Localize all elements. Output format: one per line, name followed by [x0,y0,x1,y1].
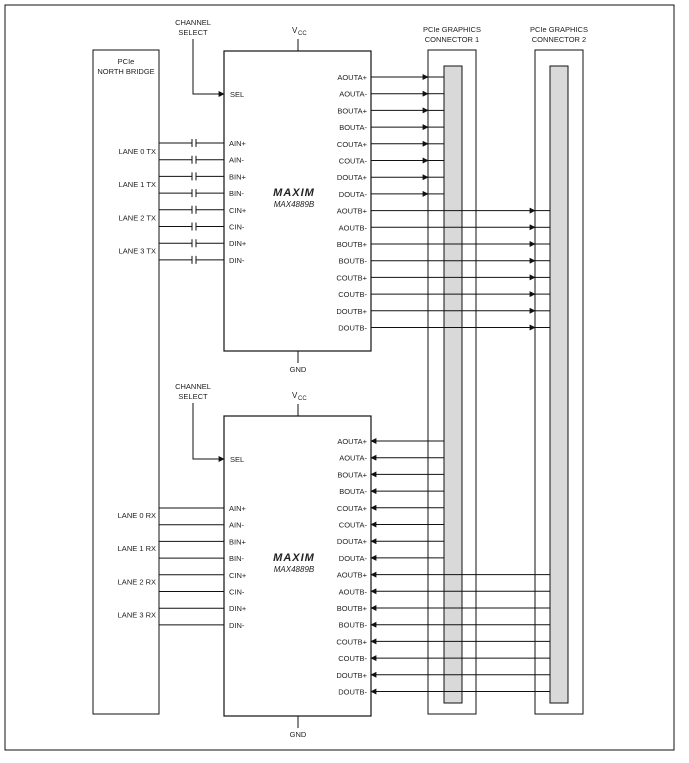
input-pin-label: DIN+ [229,239,247,248]
connector-1-label-1: PCIe GRAPHICS [423,25,481,34]
input-pin-label: AIN- [229,521,245,530]
north-bridge-label-2: NORTH BRIDGE [97,67,154,76]
maxim-logo: MAXIM [273,187,315,199]
sel-pin-label: SEL [230,90,244,99]
output-pin-label: DOUTB+ [336,307,367,316]
lane-label: LANE 1 RX [118,544,156,553]
output-pin-label: COUTA- [339,157,368,166]
lane-label: LANE 1 TX [119,180,156,189]
chip-body [223,415,372,717]
output-pin-label: COUTB+ [336,273,367,282]
sel-pin-label: SEL [230,455,244,464]
output-pin-label: AOUTA+ [337,437,367,446]
output-pin-label: DOUTA- [339,554,368,563]
vcc-subscript: CC [298,396,307,402]
input-pin-label: BIN- [229,189,245,198]
lane-label: LANE 0 TX [119,147,156,156]
north-bridge-label-1: PCIe [118,57,135,66]
output-pin-label: AOUTB+ [337,571,368,580]
output-pin-label: BOUTA- [339,487,367,496]
vcc-label: V [292,391,298,400]
input-pin-label: CIN+ [229,206,247,215]
output-pin-label: BOUTA- [339,123,367,132]
output-pin-label: DOUTA+ [337,537,368,546]
input-pin-label: AIN- [229,156,245,165]
lane-label: LANE 3 RX [118,611,156,620]
channel-select-label-2: SELECT [178,392,208,401]
output-pin-label: COUTA+ [337,140,368,149]
output-pin-label: COUTB- [338,654,367,663]
output-pin-label: BOUTA+ [337,106,367,115]
output-pin-label: AOUTA- [339,454,367,463]
output-pin-label: BOUTB- [339,621,368,630]
connector-1-slot [443,65,463,704]
lane-label: LANE 3 TX [119,247,156,256]
maxim-logo: MAXIM [273,552,315,564]
sel-arrow [192,39,225,97]
part-number: MAX4889B [274,565,315,574]
output-pin-label: COUTB+ [336,637,367,646]
output-pin-label: COUTB- [338,290,367,299]
output-pin-label: DOUTB- [338,324,367,333]
output-pin-label: COUTA+ [337,504,368,513]
channel-select-label-2: SELECT [178,28,208,37]
lane-label: LANE 2 RX [118,577,156,586]
output-pin-label: BOUTB+ [337,604,368,613]
channel-select-label-1: CHANNEL [175,18,211,27]
output-pin-label: DOUTA+ [337,173,368,182]
input-pin-label: BIN+ [229,172,247,181]
output-pin-label: BOUTB- [339,257,368,266]
output-pin-label: COUTA- [339,521,368,530]
vcc-subscript: CC [298,31,307,37]
input-pin-label: CIN- [229,223,245,232]
output-pin-label: DOUTB- [338,688,367,697]
channel-select-label-1: CHANNEL [175,382,211,391]
chip-body [223,50,372,352]
connector-2-slot [549,65,569,704]
connector-2-label-2: CONNECTOR 2 [532,35,586,44]
input-pin-label: BIN- [229,554,245,563]
output-pin-label: AOUTB- [339,587,368,596]
part-number: MAX4889B [274,200,315,209]
output-pin-label: AOUTA- [339,90,367,99]
input-pin-label: CIN+ [229,571,247,580]
output-pin-label: BOUTB+ [337,240,368,249]
output-pin-label: AOUTB- [339,223,368,232]
output-pin-label: BOUTA+ [337,470,367,479]
lane-label: LANE 0 RX [118,511,156,520]
input-pin-label: CIN- [229,588,245,597]
connector-1-label-2: CONNECTOR 1 [425,35,479,44]
connector-2-label-1: PCIe GRAPHICS [530,25,588,34]
output-pin-label: AOUTA+ [337,73,367,82]
output-pin-label: DOUTB+ [336,671,367,680]
input-pin-label: DIN- [229,621,245,630]
output-pin-label: DOUTA- [339,190,368,199]
input-pin-label: DIN+ [229,604,247,613]
north-bridge-box [92,49,160,715]
lane-label: LANE 2 TX [119,213,156,222]
vcc-label: V [292,26,298,35]
outer-frame [4,4,675,751]
output-pin-label: AOUTB+ [337,207,368,216]
input-pin-label: DIN- [229,256,245,265]
input-pin-label: AIN+ [229,139,247,148]
input-pin-label: AIN+ [229,504,247,513]
gnd-label: GND [290,730,307,739]
input-pin-label: BIN+ [229,537,247,546]
gnd-label: GND [290,365,307,374]
sel-arrow [192,403,225,462]
